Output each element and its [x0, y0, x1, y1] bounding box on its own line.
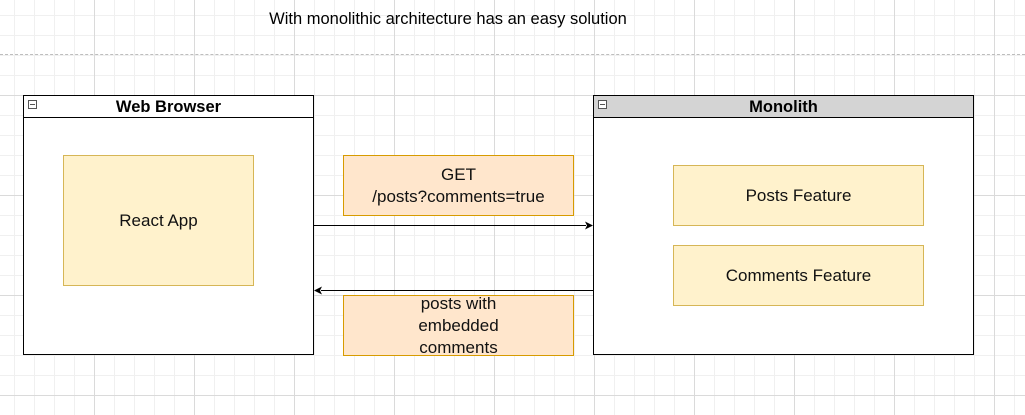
monolith-header: Monolith — [594, 96, 973, 118]
response-label: posts with embedded comments — [418, 293, 499, 357]
response-label-box[interactable]: posts with embedded comments — [343, 293, 574, 357]
arrowhead-icon — [314, 286, 322, 295]
react-app-box[interactable]: React App — [63, 155, 254, 286]
web-browser-header: Web Browser — [24, 96, 313, 118]
diagram-title: With monolithic architecture has an easy… — [269, 10, 627, 28]
posts-feature-box[interactable]: Posts Feature — [673, 165, 924, 226]
request-method: GET — [441, 164, 476, 184]
request-label-box[interactable]: GET /posts?comments=true — [343, 155, 574, 216]
react-app-label: React App — [119, 210, 198, 230]
collapse-icon[interactable] — [28, 100, 37, 109]
comments-feature-box[interactable]: Comments Feature — [673, 245, 924, 306]
posts-feature-label: Posts Feature — [745, 185, 852, 205]
monolith-header-label: Monolith — [749, 98, 818, 116]
arrowhead-icon — [585, 221, 593, 230]
page-divider — [0, 54, 1025, 55]
web-browser-header-label: Web Browser — [115, 98, 222, 116]
request-path: /posts?comments=true — [372, 186, 545, 206]
comments-feature-label: Comments Feature — [725, 265, 872, 285]
collapse-icon[interactable] — [598, 100, 607, 109]
